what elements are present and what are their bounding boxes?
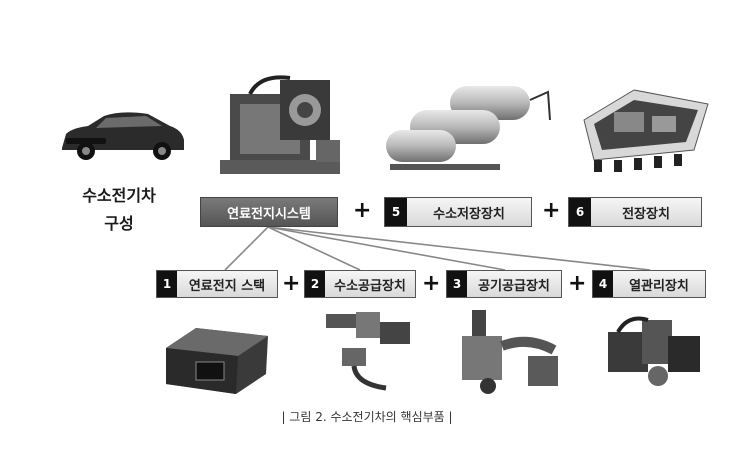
fuel-cell-system-box: 연료전지시스템	[200, 197, 338, 227]
component-box-h2-supply: 2 수소공급장치	[304, 270, 416, 298]
stack-image	[166, 328, 268, 394]
system-number: 6	[569, 198, 591, 226]
component-label: 수소공급장치	[334, 278, 406, 294]
fuel-cell-system-image	[220, 75, 340, 174]
component-number: 4	[593, 271, 613, 297]
system-number: 5	[385, 198, 407, 226]
component-label: 연료전지 스택	[188, 278, 266, 294]
component-number: 1	[157, 271, 177, 297]
plus-sign: +	[282, 271, 301, 296]
plus-sign: +	[353, 198, 372, 223]
air-supply-image	[462, 310, 558, 394]
plus-sign: +	[542, 198, 561, 223]
vehicle-title-line2: 구성	[104, 214, 134, 233]
component-number: 3	[447, 271, 467, 297]
component-label: 공기공급장치	[478, 278, 550, 294]
h2-supply-image	[326, 312, 410, 391]
figure-caption: | 그림 2. 수소전기차의 핵심부품 |	[281, 410, 453, 424]
plus-sign: +	[568, 271, 587, 296]
vehicle-title-line1: 수소전기차	[82, 186, 156, 205]
electric-device-box: 6 전장장치	[568, 197, 702, 227]
system-label: 전장장치	[622, 206, 670, 222]
system-label: 수소저장장치	[433, 206, 505, 222]
component-box-thermal: 4 열관리장치	[592, 270, 706, 298]
hydrogen-tank-image	[386, 86, 551, 170]
component-number: 2	[305, 271, 325, 297]
hydrogen-storage-box: 5 수소저장장치	[384, 197, 532, 227]
component-box-air-supply: 3 공기공급장치	[446, 270, 562, 298]
component-label: 열관리장치	[629, 278, 689, 294]
system-label: 연료전지시스템	[227, 206, 311, 222]
component-box-stack: 1 연료전지 스택	[156, 270, 278, 298]
electric-device-image	[583, 89, 709, 172]
vehicle-title: 수소전기차 구성	[60, 182, 178, 238]
plus-sign: +	[422, 271, 441, 296]
thermal-image	[608, 316, 700, 386]
car-image	[62, 112, 184, 160]
